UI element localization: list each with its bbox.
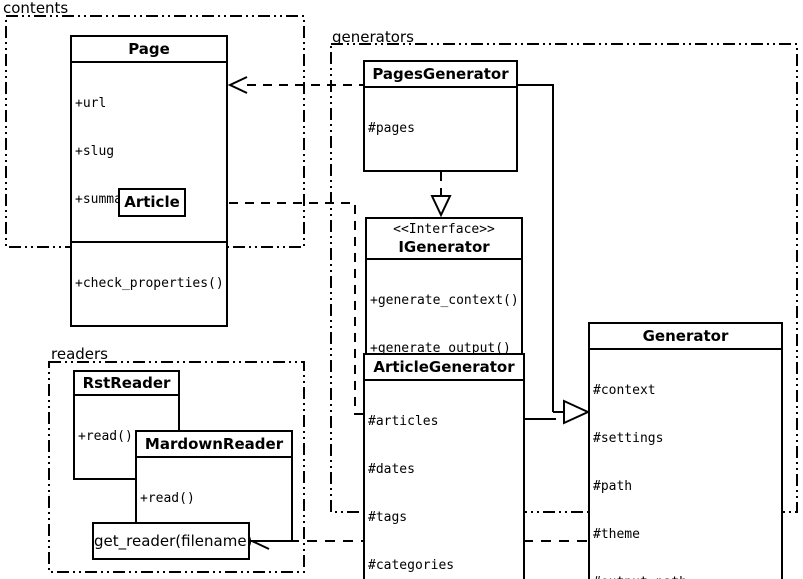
attribute-row: #dates bbox=[368, 462, 415, 477]
class-pagesgenerator: PagesGenerator #pages bbox=[363, 60, 518, 172]
method-row: +generate_output() bbox=[370, 341, 511, 356]
method-row: +read() bbox=[78, 429, 133, 444]
attribute-row: #theme bbox=[593, 527, 640, 542]
class-page: Page +url +slug +summary +check_properti… bbox=[70, 35, 228, 327]
class-mardownreader-methods: +read() bbox=[137, 456, 291, 540]
attribute-row: #tags bbox=[368, 510, 408, 525]
class-articlegenerator-title: ArticleGenerator bbox=[373, 358, 515, 376]
method-row: +read() bbox=[140, 491, 195, 506]
attribute-row: #path bbox=[593, 479, 633, 494]
class-rstreader-methods: +read() bbox=[75, 394, 178, 478]
interface-stereotype: <<Interface>> bbox=[393, 222, 495, 237]
generators-package-border bbox=[330, 43, 798, 513]
attribute-row: #pages bbox=[368, 121, 415, 136]
readers-package-border bbox=[48, 361, 305, 573]
class-pagesgenerator-title: PagesGenerator bbox=[372, 65, 509, 83]
readers-package-label: readers bbox=[51, 345, 108, 363]
attribute-row: #output_path bbox=[593, 575, 779, 579]
interface-igenerator-title: IGenerator bbox=[398, 238, 490, 256]
get-reader-node: get_reader(filename) bbox=[92, 522, 252, 560]
class-generator-title: Generator bbox=[642, 327, 729, 345]
class-mardownreader-title: MardownReader bbox=[144, 435, 284, 453]
class-articlegenerator: ArticleGenerator #articles #dates #tags … bbox=[363, 353, 525, 579]
pagesgenerator-to-igenerator-realization bbox=[430, 108, 452, 218]
attribute-row: #categories bbox=[368, 558, 455, 573]
attribute-row: +url bbox=[75, 96, 107, 111]
interface-igenerator-header: <<Interface>> IGenerator bbox=[367, 219, 521, 258]
class-article-title: Article bbox=[124, 193, 180, 211]
class-pagesgenerator-attributes: #pages bbox=[365, 86, 516, 170]
class-rstreader-title: RstReader bbox=[82, 374, 171, 392]
class-generator: Generator #context #settings #path #them… bbox=[588, 322, 783, 579]
method-row: +generate_context() bbox=[370, 293, 519, 308]
attribute-row: #articles bbox=[368, 414, 439, 429]
generators-package-label: generators bbox=[332, 28, 414, 46]
class-page-title: Page bbox=[128, 40, 170, 58]
attribute-row: #settings bbox=[593, 431, 664, 446]
method-row: +check_properties() bbox=[75, 276, 224, 291]
interface-igenerator-methods: +generate_context() +generate_output() bbox=[367, 258, 521, 390]
attribute-row: #context bbox=[593, 383, 656, 398]
class-articlegenerator-attributes: #articles #dates #tags #categories bbox=[365, 379, 523, 579]
class-article: Article bbox=[118, 188, 186, 217]
generators-to-generator-generalization bbox=[518, 84, 591, 425]
attribute-row: +slug bbox=[75, 144, 115, 159]
contents-package-label: contents bbox=[3, 0, 69, 17]
pagesgenerator-to-page-dependency bbox=[227, 76, 363, 94]
class-generator-attributes: #context #settings #path #theme #output_… bbox=[590, 348, 781, 579]
class-page-methods: +check_properties() bbox=[72, 241, 226, 325]
